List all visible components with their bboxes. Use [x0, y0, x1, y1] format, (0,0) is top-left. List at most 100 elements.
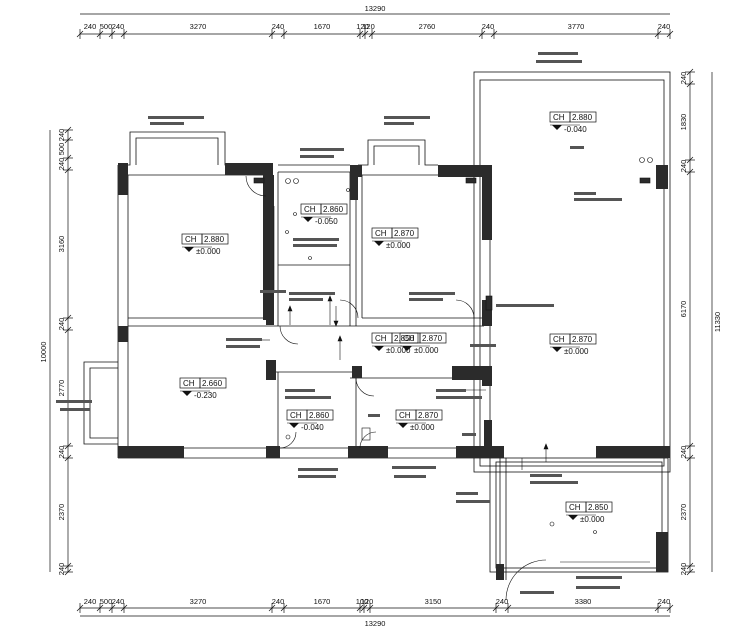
dimension-label: 1670	[314, 597, 331, 606]
ch-level: ±0.000	[564, 347, 589, 356]
dimension-label: 3270	[190, 22, 207, 31]
ch-label: CH	[569, 503, 581, 512]
dimension-label: 240	[658, 22, 671, 31]
overall-left-dimension: 10000	[39, 342, 48, 363]
dimension-label: 240	[112, 22, 125, 31]
dimension-label: 6170	[679, 301, 688, 318]
dimension-label: 240	[84, 597, 97, 606]
ch-tag: CH 2.870 ±0.000	[399, 332, 447, 355]
dimension-label: 240	[57, 158, 66, 171]
ch-tag: CH 2.860 -0.040	[286, 409, 334, 432]
dimension-label: 2370	[679, 504, 688, 521]
dimension-label: 240	[112, 597, 125, 606]
dimension-label: 100	[356, 597, 369, 606]
dimension-label: 240	[84, 22, 97, 31]
dimension-label: 3770	[568, 22, 585, 31]
dimension-label: 240	[658, 597, 671, 606]
dimension-label: 120	[362, 22, 375, 31]
dimension-label: 240	[482, 22, 495, 31]
ch-level: ±0.000	[386, 346, 411, 355]
dimension-label: 120	[356, 22, 369, 31]
ch-level: -0.040	[564, 125, 587, 134]
ch-tag: CH 2.870 ±0.000	[371, 227, 419, 250]
dimension-label: 3380	[575, 597, 592, 606]
dimension-label: 500	[57, 143, 66, 156]
ch-label: CH	[375, 229, 387, 238]
dimension-label: 240	[496, 597, 509, 606]
ch-label: CH	[185, 235, 197, 244]
dimension-label: 240	[57, 318, 66, 331]
dimension-label: 1670	[314, 22, 331, 31]
dimension-label: 240	[679, 160, 688, 173]
dimension-label: 3150	[425, 597, 442, 606]
fixture-marks	[253, 157, 653, 563]
ch-level: ±0.000	[386, 241, 411, 250]
dimension-label: 500	[100, 22, 113, 31]
ch-label: CH	[553, 113, 565, 122]
ch-tag: CH 2.880 -0.040	[549, 111, 597, 134]
bottom-dimension-chain	[76, 603, 674, 617]
dimension-label: 240	[679, 72, 688, 85]
dimension-label: 240	[272, 597, 285, 606]
ch-level: ±0.000	[414, 346, 439, 355]
ch-label: CH	[399, 411, 411, 420]
left-dimension-chain	[49, 126, 73, 576]
ch-height: 2.860	[309, 411, 330, 420]
structural-walls	[118, 163, 670, 580]
door-swings	[245, 175, 547, 601]
dimension-label: 240	[679, 563, 688, 576]
dimension-label: 240	[57, 129, 66, 142]
ch-level: ±0.000	[196, 247, 221, 256]
ch-tag: CH 2.850 ±0.000	[565, 501, 613, 524]
ch-level: ±0.000	[410, 423, 435, 432]
ch-level: -0.050	[315, 217, 338, 226]
wall-outlines	[83, 71, 671, 580]
ch-label: CH	[375, 334, 387, 343]
leader-arrows	[262, 295, 549, 470]
ch-height: 2.860	[323, 205, 344, 214]
ch-height: 2.850	[394, 334, 415, 343]
ch-height: 2.870	[394, 229, 415, 238]
dimension-label: 240	[272, 22, 285, 31]
ch-tag: CH 2.880 ±0.000	[181, 233, 229, 256]
ch-label: CH	[403, 334, 415, 343]
dimension-label: 2770	[57, 380, 66, 397]
ch-tag: CH 2.870 ±0.000	[395, 409, 443, 432]
ch-label: CH	[553, 335, 565, 344]
ch-tag: CH 2.660 -0.230	[179, 377, 227, 400]
ch-height: 2.880	[204, 235, 225, 244]
ch-level: ±0.000	[580, 515, 605, 524]
right-dimension-chain	[685, 68, 713, 576]
ch-height: 2.870	[418, 411, 439, 420]
dimension-label: 240	[57, 563, 66, 576]
dimension-label: 240	[679, 446, 688, 459]
ch-height: 2.870	[422, 334, 443, 343]
ch-label: CH	[304, 205, 316, 214]
dimension-label: 120	[361, 597, 374, 606]
ch-level: -0.230	[194, 391, 217, 400]
ch-level: -0.040	[301, 423, 324, 432]
dimension-label: 2760	[419, 22, 436, 31]
ch-label: CH	[290, 411, 302, 420]
ch-height: 2.880	[572, 113, 593, 122]
annotation-blocks	[56, 52, 622, 594]
overall-bottom-dimension: 13290	[365, 619, 386, 628]
dimension-label: 1830	[679, 114, 688, 131]
ch-height: 2.850	[588, 503, 609, 512]
overall-top-dimension: 13290	[365, 4, 386, 13]
ch-tag: CH 2.860 -0.050	[300, 203, 348, 226]
dimension-label: 240	[57, 446, 66, 459]
dimension-label: 3160	[57, 236, 66, 253]
dimension-label: 3270	[190, 597, 207, 606]
ch-height: 2.870	[572, 335, 593, 344]
ch-label: CH	[183, 379, 195, 388]
ch-height: 2.660	[202, 379, 223, 388]
dimension-label: 500	[100, 597, 113, 606]
dimension-label: 2370	[57, 504, 66, 521]
overall-right-dimension: 11330	[713, 312, 722, 332]
top-dimension-chain	[76, 13, 674, 39]
